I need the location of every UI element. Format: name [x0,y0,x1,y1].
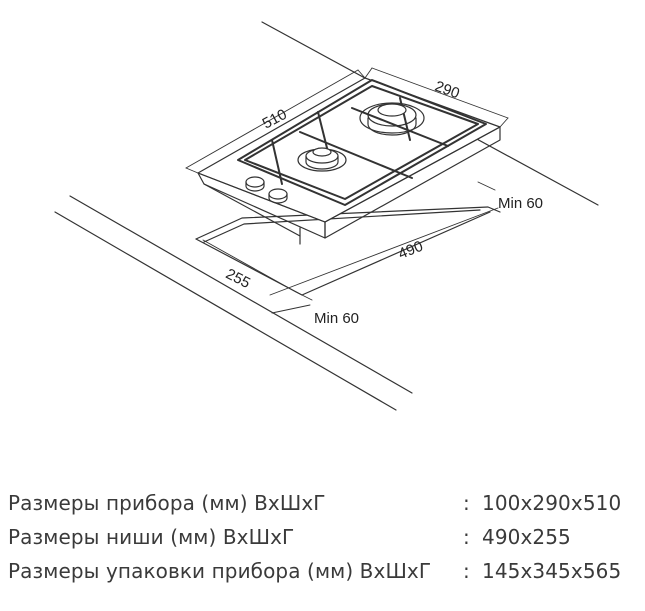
spec-value: 145x345x565 [482,559,622,583]
hob-dimension-diagram: 510 290 490 255 Min 60 Min 60 [54,21,599,411]
spec-row-package: Размеры упаковки прибора (мм) ВхШхГ : 14… [8,554,640,588]
hob-body [197,77,501,245]
spec-value: 490x255 [482,525,571,549]
dim-min-60-right: Min 60 [498,195,543,212]
spec-label: Размеры ниши (мм) ВхШхГ [8,525,295,549]
spec-label: Размеры упаковки прибора (мм) ВхШхГ [8,559,432,583]
spec-separator: : [463,559,470,583]
control-knobs [245,176,288,204]
spec-row-niche: Размеры ниши (мм) ВхШхГ : 490x255 [8,520,640,554]
spec-separator: : [463,491,470,515]
dimension-lines [185,67,509,314]
spec-separator: : [463,525,470,549]
specs-list: Размеры прибора (мм) ВхШхГ : 100x290x510… [8,486,640,588]
dim-490: 490 [396,238,426,263]
spec-row-appliance: Размеры прибора (мм) ВхШхГ : 100x290x510 [8,486,640,520]
dim-255: 255 [223,265,253,292]
spec-value: 100x290x510 [482,491,622,515]
spec-label: Размеры прибора (мм) ВхШхГ [8,491,326,515]
dim-290: 290 [432,78,461,103]
burner-small [297,147,347,172]
dim-min-60-front: Min 60 [314,310,359,327]
burner-large [359,102,425,136]
pan-support-grate [237,79,487,206]
